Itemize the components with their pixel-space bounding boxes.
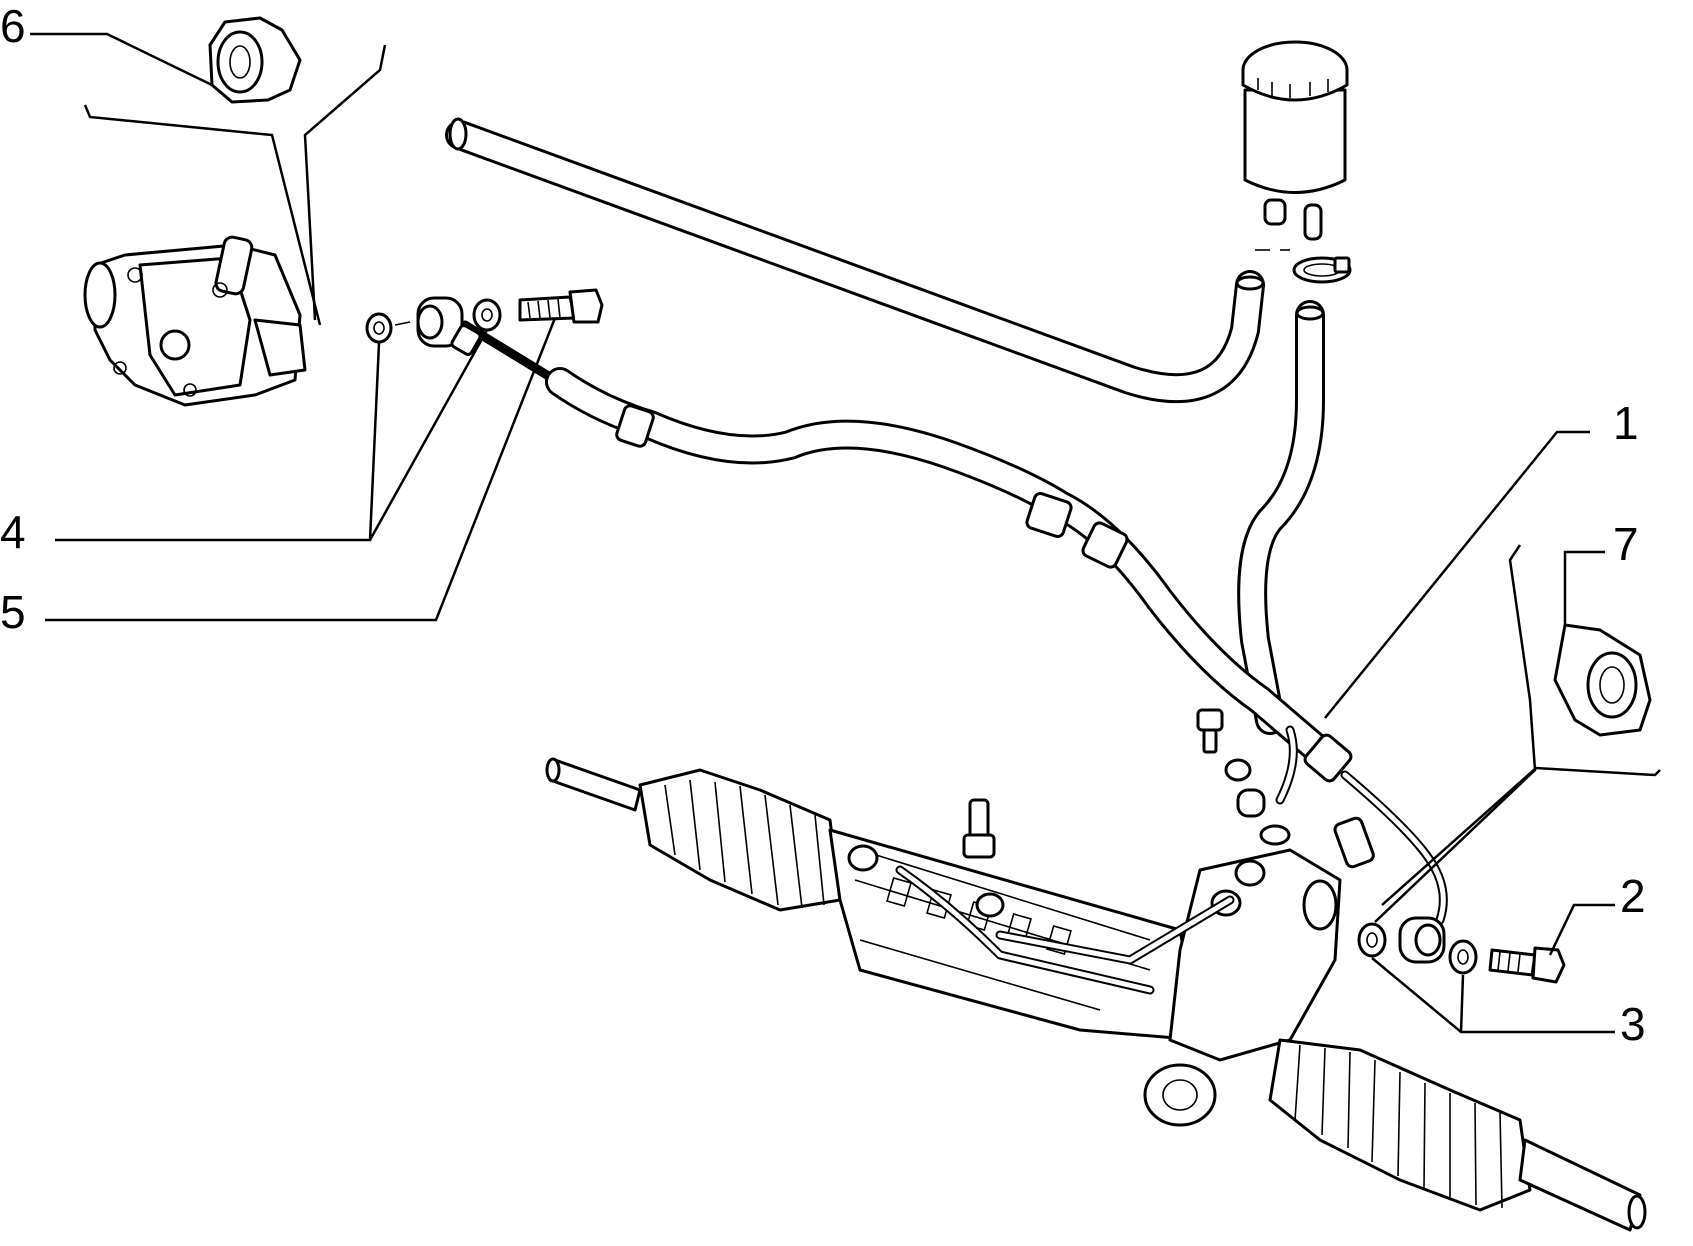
callout-3: 3: [1620, 998, 1646, 1050]
leader-lines: [30, 32, 1661, 1034]
callout-5: 5: [0, 586, 26, 638]
supply-hose: [1235, 275, 1325, 735]
callout-6: 6: [0, 0, 26, 52]
return-hose: [445, 117, 1265, 404]
rack-side-fittings: [1357, 916, 1566, 984]
part-7-cap: [1553, 623, 1652, 737]
callout-7: 7: [1613, 518, 1639, 570]
fluid-reservoir: [1241, 40, 1352, 284]
pressure-hose: [460, 320, 1448, 940]
callout-1: 1: [1613, 397, 1639, 449]
part-6-cap: [208, 16, 302, 104]
callout-2: 2: [1620, 870, 1646, 922]
callout-4: 4: [0, 506, 26, 558]
rack-port-bolts: [1196, 708, 1298, 846]
pump-side-fittings: [365, 288, 604, 356]
steering-pump: [83, 235, 307, 407]
steering-rack: [545, 757, 1647, 1232]
